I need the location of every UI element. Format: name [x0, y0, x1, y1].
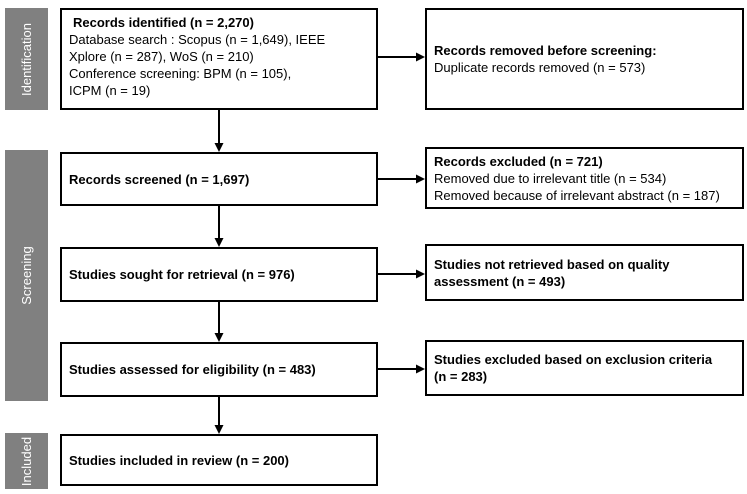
- records-identified-line: Xplore (n = 287), WoS (n = 210): [69, 49, 254, 64]
- box-studies-sought: Studies sought for retrieval (n = 976): [60, 247, 378, 302]
- box-studies-not-retrieved: Studies not retrieved based on quality a…: [425, 244, 744, 301]
- stage-bar-included: Included: [5, 433, 48, 489]
- stage-bar-identification: Identification: [5, 8, 48, 110]
- records-identified-line: Database search : Scopus (n = 1,649), IE…: [69, 32, 326, 47]
- stage-label-included: Included: [19, 436, 34, 486]
- studies-assessed-title: Studies assessed for eligibility (n = 48…: [69, 362, 316, 377]
- stage-label-screening: Screening: [19, 246, 35, 305]
- box-studies-included: Studies included in review (n = 200): [60, 434, 378, 486]
- arrow-screened-to-sought: [214, 206, 224, 247]
- box-studies-assessed: Studies assessed for eligibility (n = 48…: [60, 342, 378, 397]
- arrow-sought-to-assessed: [214, 302, 224, 342]
- arrow-screened-to-excluded: [378, 174, 425, 184]
- records-removed-title: Records removed before screening:: [434, 43, 657, 58]
- records-excluded-title: Records excluded (n = 721): [434, 153, 603, 169]
- box-records-excluded: Records excluded (n = 721) Removed due t…: [425, 147, 744, 209]
- arrow-identified-to-screened: [214, 110, 224, 152]
- studies-excluded-line: (n = 283): [434, 369, 488, 384]
- box-records-identified: Records identified (n = 2,270) Database …: [60, 8, 378, 110]
- arrow-assessed-to-excluded: [378, 364, 425, 374]
- records-identified-line: Conference screening: BPM (n = 105),: [69, 66, 292, 81]
- records-removed-line: Duplicate records removed (n = 573): [434, 60, 646, 75]
- records-screened-title: Records screened (n = 1,697): [69, 171, 250, 187]
- studies-excluded-line: Studies excluded based on exclusion crit…: [434, 352, 713, 367]
- records-identified-title: Records identified (n = 2,270): [73, 15, 254, 30]
- arrow-identified-to-removed: [378, 52, 425, 62]
- records-identified-line: ICPM (n = 19): [69, 83, 151, 98]
- box-studies-excluded: Studies excluded based on exclusion crit…: [425, 340, 744, 396]
- box-records-screened: Records screened (n = 1,697): [60, 152, 378, 206]
- studies-not-retrieved-line: assessment (n = 493): [434, 273, 566, 289]
- stage-label-identification: Identification: [19, 22, 34, 96]
- stage-bar-screening: Screening: [5, 150, 48, 401]
- studies-included-title: Studies included in review (n = 200): [69, 452, 289, 468]
- studies-sought-title: Studies sought for retrieval (n = 976): [69, 267, 295, 282]
- arrow-assessed-to-included: [214, 397, 224, 434]
- records-excluded-line: Removed due to irrelevant title (n = 534…: [434, 170, 667, 186]
- arrow-sought-to-not-retrieved: [378, 269, 425, 279]
- box-records-removed: Records removed before screening: Duplic…: [425, 8, 744, 110]
- studies-not-retrieved-line: Studies not retrieved based on quality: [434, 256, 670, 272]
- records-excluded-line: Removed because of irrelevant abstract (…: [434, 187, 720, 203]
